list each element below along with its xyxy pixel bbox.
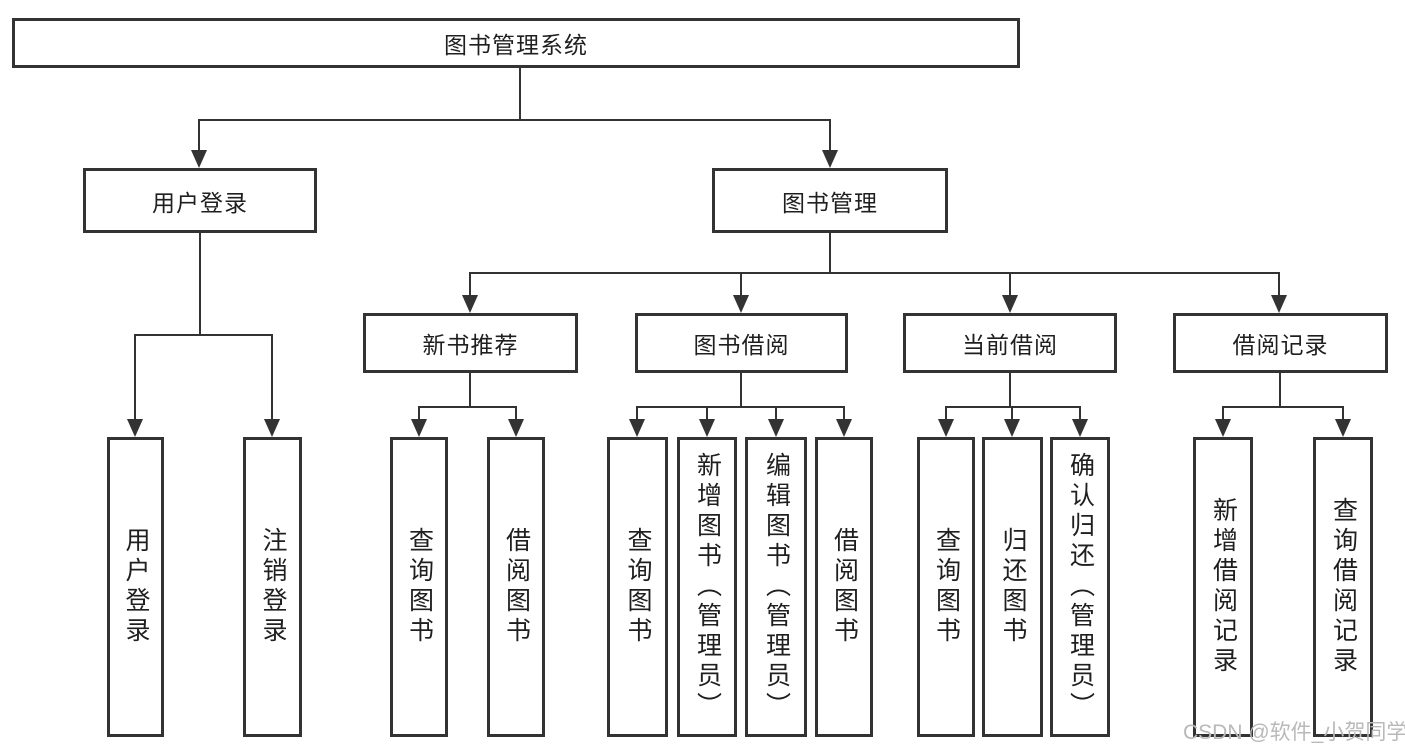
arrow-down-icon <box>836 419 852 437</box>
node-label: 图书借阅 <box>693 332 790 358</box>
arrow-down-icon <box>1335 419 1351 437</box>
leaf-label: 新增图书（管理员） <box>693 452 722 722</box>
leaf-label: 用户登录 <box>122 527 150 647</box>
leaf-label: 编辑图书（管理员） <box>762 452 791 722</box>
leaf-label: 注销登录 <box>259 527 287 647</box>
connector-line <box>1009 371 1011 408</box>
arrow-down-icon <box>1004 419 1020 437</box>
leaf-label: 查询图书 <box>624 527 652 647</box>
connector-line <box>1342 406 1344 420</box>
node-label: 新书推荐 <box>422 332 519 358</box>
connector-line <box>1011 406 1013 420</box>
connector-line <box>829 119 831 155</box>
connector-line <box>198 119 200 155</box>
leaf-logout: 注销登录 <box>243 437 302 737</box>
leaf-borrow-books: 借阅图书 <box>815 437 873 737</box>
leaf-query-books: 查询图书 <box>390 437 448 737</box>
arrow-down-icon <box>1215 419 1231 437</box>
connector-line <box>1079 406 1081 420</box>
connector-line <box>636 406 845 408</box>
connector-line <box>829 233 831 274</box>
node-borrowing-records: 借阅记录 <box>1173 313 1388 373</box>
connector-line <box>418 406 420 420</box>
arrow-down-icon <box>264 419 280 437</box>
csdn-watermark: CSDN @软件_小贺同学 <box>1183 721 1405 744</box>
node-label: 图书管理系统 <box>444 32 588 58</box>
connector-line <box>636 406 638 420</box>
connector-line <box>199 233 201 335</box>
connector-line <box>843 406 845 420</box>
connector-line <box>706 406 708 420</box>
leaf-borrow-books: 借阅图书 <box>487 437 545 737</box>
leaf-label: 查询借阅记录 <box>1329 497 1358 677</box>
arrow-down-icon <box>822 150 838 168</box>
connector-line <box>519 68 521 121</box>
connector-line <box>740 272 742 297</box>
arrow-down-icon <box>1002 295 1018 313</box>
leaf-label: 归还图书 <box>999 527 1027 647</box>
leaf-edit-books-admin: 编辑图书（管理员） <box>745 437 807 737</box>
leaf-confirm-return-admin: 确认归还（管理员） <box>1050 437 1110 737</box>
leaf-query-borrow-record: 查询借阅记录 <box>1313 437 1373 737</box>
node-current-borrowing: 当前借阅 <box>903 313 1117 373</box>
arrow-down-icon <box>462 295 478 313</box>
arrow-down-icon <box>127 419 143 437</box>
connector-line <box>515 406 517 420</box>
arrow-down-icon <box>629 419 645 437</box>
connector-line <box>271 334 273 420</box>
connector-line <box>1278 272 1280 297</box>
arrow-down-icon <box>508 419 524 437</box>
arrow-down-icon <box>411 419 427 437</box>
connector-line <box>198 119 831 121</box>
leaf-query-books: 查询图书 <box>917 437 975 737</box>
connector-line <box>418 406 517 408</box>
node-label: 用户登录 <box>152 189 248 216</box>
connector-line <box>1222 406 1224 420</box>
connector-line <box>1279 371 1281 408</box>
connector-line <box>134 334 273 336</box>
connector-line <box>945 406 947 420</box>
leaf-return-books: 归还图书 <box>982 437 1043 737</box>
node-label: 当前借阅 <box>962 332 1058 358</box>
arrow-down-icon <box>938 419 954 437</box>
leaf-query-books: 查询图书 <box>607 437 668 737</box>
connector-line <box>1222 406 1344 408</box>
arrow-down-icon <box>733 295 749 313</box>
arrow-down-icon <box>768 419 784 437</box>
node-user-login: 用户登录 <box>83 168 317 233</box>
leaf-label: 查询图书 <box>405 527 434 647</box>
arrow-down-icon <box>699 419 715 437</box>
leaf-label: 借阅图书 <box>502 527 531 647</box>
connector-line <box>740 371 742 408</box>
node-new-book-recommendation: 新书推荐 <box>363 313 578 373</box>
connector-line <box>134 334 136 420</box>
connector-line <box>469 272 471 297</box>
connector-line <box>469 272 1280 274</box>
leaf-add-borrow-record: 新增借阅记录 <box>1193 437 1253 737</box>
leaf-user-login: 用户登录 <box>107 437 164 737</box>
arrow-down-icon <box>1271 295 1287 313</box>
node-label: 借阅记录 <box>1232 332 1329 358</box>
leaf-add-books-admin: 新增图书（管理员） <box>677 437 737 737</box>
arrow-down-icon <box>191 150 207 168</box>
connector-line <box>775 406 777 420</box>
connector-line <box>469 371 471 408</box>
node-label: 图书管理 <box>782 189 878 216</box>
connector-line <box>945 406 1081 408</box>
connector-line <box>1009 272 1011 297</box>
node-book-management: 图书管理 <box>712 168 948 233</box>
node-library-management-system: 图书管理系统 <box>12 18 1020 68</box>
arrow-down-icon <box>1072 419 1088 437</box>
leaf-label: 借阅图书 <box>830 527 859 647</box>
leaf-label: 查询图书 <box>932 527 961 647</box>
leaf-label: 确认归还（管理员） <box>1066 452 1095 722</box>
leaf-label: 新增借阅记录 <box>1209 497 1238 677</box>
node-book-borrowing: 图书借阅 <box>635 313 848 373</box>
